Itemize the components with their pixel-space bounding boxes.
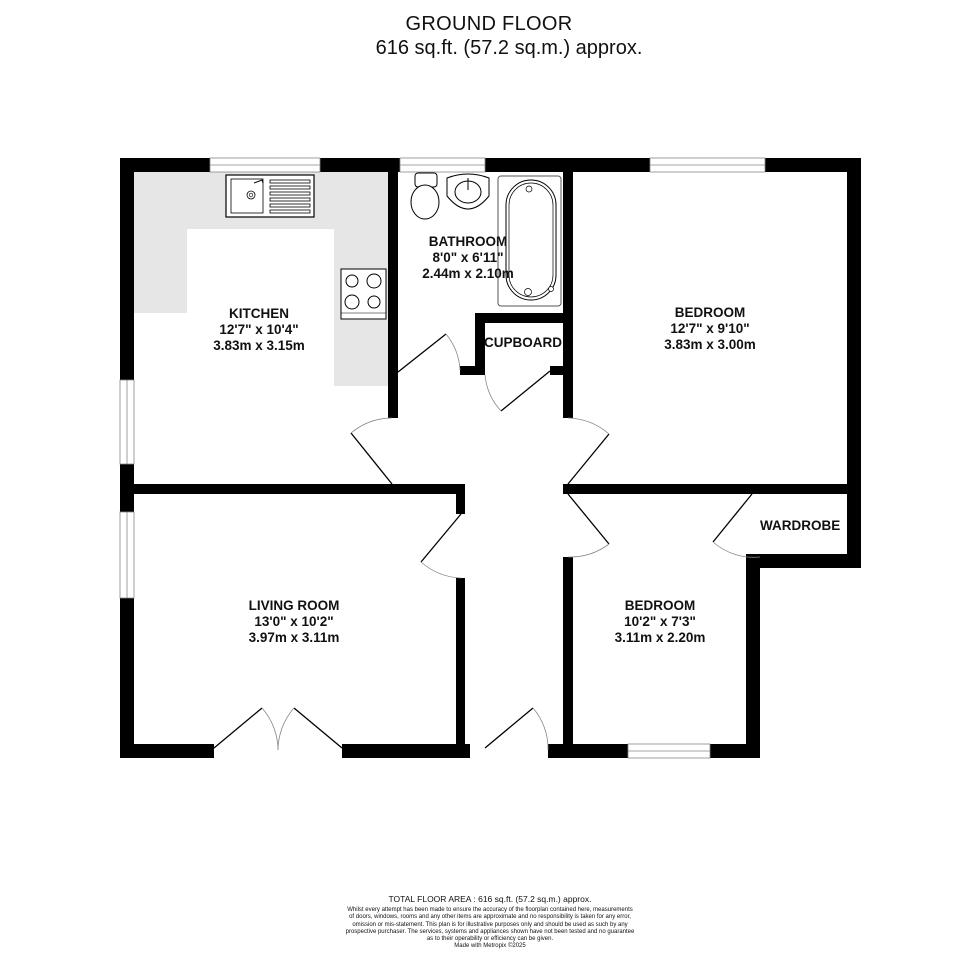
credit: Made with Metropix ©2025 — [454, 943, 526, 950]
floor-title: GROUND FLOOR — [405, 13, 573, 35]
disclaimer-line: Whilst every attempt has been made to en… — [347, 907, 633, 913]
room-name: KITCHEN — [228, 306, 289, 321]
hob-icon — [340, 268, 387, 320]
room-dimensions-metric: 3.97m x 3.11m — [248, 630, 340, 645]
floor-area-subtitle: 616 sq.ft. (57.2 sq.m.) approx. — [375, 37, 643, 59]
plan-footer: TOTAL FLOOR AREA : 616 sq.ft. (57.2 sq.m… — [300, 894, 680, 951]
disclaimer-line: of doors, windows, rooms and any other i… — [349, 914, 631, 921]
room-dimensions-imperial: 12'7" x 9'10" — [670, 321, 750, 336]
room-dimensions-metric: 2.44m x 2.10m — [422, 266, 514, 281]
doors — [213, 333, 761, 751]
disclaimer-line: prospective purchaser. The services, sys… — [345, 928, 635, 935]
room-dimensions-imperial: 12'7" x 10'4" — [219, 322, 299, 337]
room-label-bedroom-1: BEDROOM 12'7" x 9'10" 3.83m x 3.00m — [664, 305, 756, 353]
basin-icon — [446, 173, 490, 210]
floor-header: GROUND FLOOR 616 sq.ft. (57.2 sq.m.) app… — [0, 12, 980, 60]
windows — [119, 157, 766, 759]
room-label-wardrobe: WARDROBE — [760, 518, 841, 533]
walls — [120, 158, 861, 758]
room-dimensions-metric: 3.11m x 2.20m — [614, 630, 706, 645]
total-floor-area: TOTAL FLOOR AREA : 616 sq.ft. (57.2 sq.m… — [388, 894, 592, 904]
room-label-kitchen: KITCHEN 12'7" x 10'4" 3.83m x 3.15m — [213, 306, 305, 354]
room-label-bedroom-2: BEDROOM 10'2" x 7'3" 3.11m x 2.20m — [615, 598, 706, 646]
room-dimensions-metric: 3.83m x 3.15m — [213, 338, 305, 353]
disclaimer-line: as to their operability or efficiency ca… — [426, 936, 554, 943]
room-name: BATHROOM — [428, 234, 508, 249]
disclaimer-line: omission or mis-statement. This plan is … — [352, 921, 628, 928]
room-label-living-room: LIVING ROOM 13'0" x 10'2" 3.97m x 3.11m — [249, 598, 340, 646]
toilet-icon — [410, 172, 440, 220]
sink-icon — [225, 174, 315, 218]
room-name: BEDROOM — [674, 305, 746, 320]
bath-icon — [497, 175, 562, 307]
room-label-bathroom: BATHROOM 8'0" x 6'11" 2.44m x 2.10m — [422, 234, 514, 282]
room-dimensions-metric: 3.83m x 3.00m — [664, 337, 756, 352]
room-label-cupboard: CUPBOARD — [484, 335, 563, 350]
room-name: LIVING ROOM — [248, 598, 340, 613]
room-dimensions-imperial: 13'0" x 10'2" — [254, 614, 334, 629]
room-dimensions-imperial: 8'0" x 6'11" — [432, 250, 504, 265]
room-dimensions-imperial: 10'2" x 7'3" — [624, 614, 696, 629]
room-name: BEDROOM — [624, 598, 696, 613]
disclaimer: Whilst every attempt has been made to en… — [300, 907, 680, 951]
